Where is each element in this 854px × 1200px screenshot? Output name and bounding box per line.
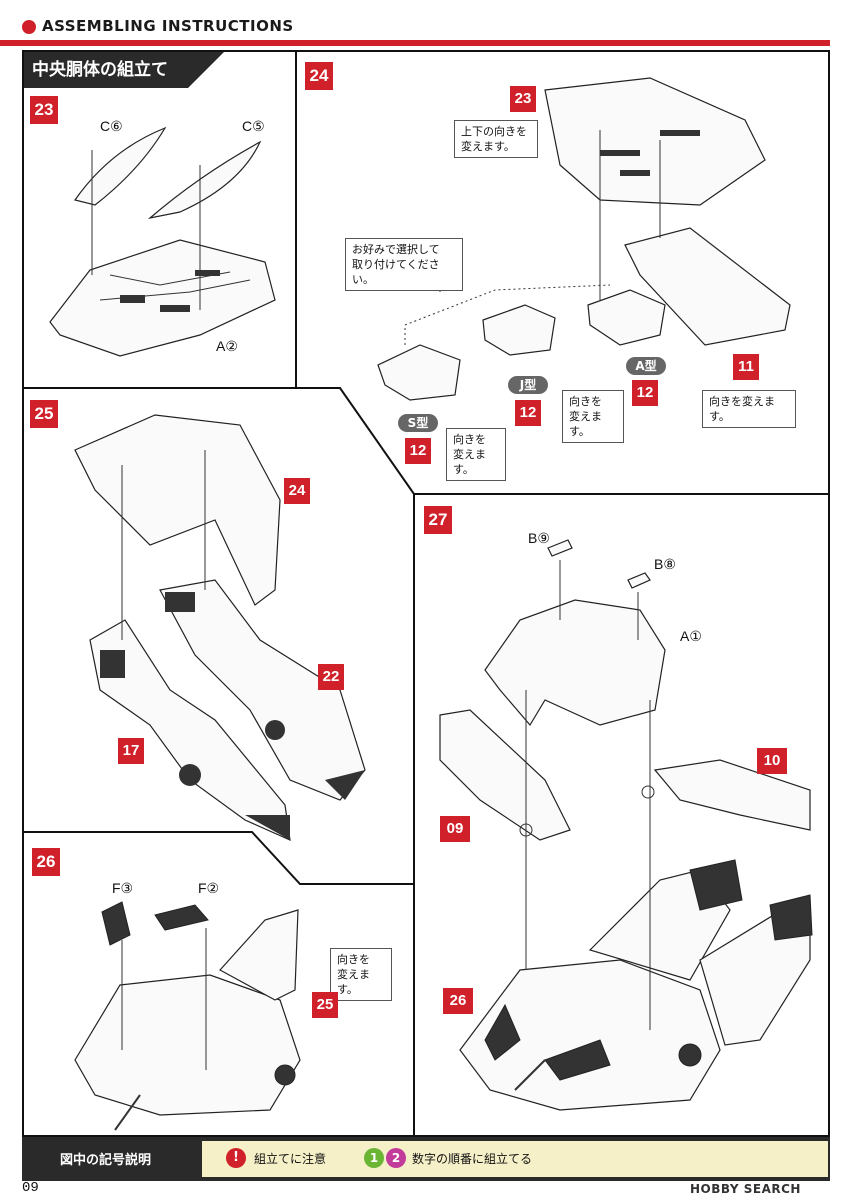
fuselage-26 — [459, 959, 721, 1111]
note-flip-j: 向きを 変えます。 — [562, 390, 624, 443]
legend-box — [202, 1141, 828, 1177]
step-number-25: 25 — [30, 400, 58, 428]
watermark: HOBBY SEARCH — [690, 1182, 801, 1196]
ref-tag-11: 11 — [733, 354, 759, 380]
part-label-a2: A② — [216, 338, 238, 354]
legend-title: 図中の記号説明 — [60, 1153, 152, 1168]
step-number-27: 27 — [424, 506, 452, 534]
part-f3-shape — [101, 901, 131, 946]
fuselage-upper-23 — [49, 239, 276, 357]
part-c5-shape — [147, 140, 262, 220]
type-badge-s: S型 — [398, 414, 438, 432]
note-flip-top: 上下の向きを 変えます。 — [454, 120, 538, 158]
part-j-type-shape — [482, 304, 556, 356]
page-number: 09 — [22, 1180, 39, 1196]
fuselage-24 — [74, 414, 281, 606]
ref-tag-22: 22 — [318, 664, 344, 690]
note-choose: お好みで選択して 取り付けてください。 — [345, 238, 463, 291]
part-10-shape — [653, 759, 811, 831]
header-accent-bar — [0, 40, 830, 46]
legend-order-text: 数字の順番に組立てる — [412, 1152, 533, 1166]
part-b9-shape — [547, 539, 573, 557]
ref-tag-12-a: 12 — [632, 380, 658, 406]
note-flip-s: 向きを 変えます。 — [446, 428, 506, 481]
part-label-f3: F③ — [112, 880, 134, 896]
part-a-type-shape — [587, 289, 666, 346]
part-s-type-shape — [377, 344, 461, 401]
ref-tag-26: 26 — [443, 988, 473, 1014]
step-number-26: 26 — [32, 848, 60, 876]
type-badge-a: A型 — [626, 357, 666, 375]
part-label-a1: A① — [680, 628, 702, 644]
step-number-24: 24 — [305, 62, 333, 90]
legend-caution-text: 組立てに注意 — [254, 1152, 327, 1166]
fuselage-25 — [74, 974, 301, 1116]
part-label-f2: F② — [198, 880, 220, 896]
fuselage-23-flipped — [544, 77, 766, 206]
step-number-23: 23 — [30, 96, 58, 124]
ref-tag-25: 25 — [312, 992, 338, 1018]
brand-mark-icon — [22, 20, 36, 34]
part-c6-shape — [74, 126, 167, 206]
type-badge-j: J型 — [508, 376, 548, 394]
order-1-icon: 1 — [364, 1148, 384, 1168]
fuselage-25-tail — [219, 909, 299, 1001]
note-flip-11: 向きを変えます。 — [702, 390, 796, 428]
ref-tag-12-j: 12 — [515, 400, 541, 426]
ref-tag-23: 23 — [510, 86, 536, 112]
ref-tag-12-s: 12 — [405, 438, 431, 464]
part-label-b8: B⑧ — [654, 556, 676, 572]
section-title: 中央胴体の組立て — [24, 52, 224, 88]
part-label-c6: C⑥ — [100, 118, 123, 134]
ref-tag-10: 10 — [757, 748, 787, 774]
ref-tag-09: 09 — [440, 816, 470, 842]
header-title: ASSEMBLING INSTRUCTIONS — [42, 17, 294, 35]
caution-icon: ! — [226, 1148, 246, 1168]
part-label-c5: C⑤ — [242, 118, 265, 134]
fuselage-upper-27 — [484, 599, 666, 727]
ref-tag-17: 17 — [118, 738, 144, 764]
part-b8-shape — [627, 572, 651, 589]
note-flip-26: 向きを 変えます。 — [330, 948, 392, 1001]
order-2-icon: 2 — [386, 1148, 406, 1168]
part-11-shape — [624, 227, 791, 346]
part-label-b9: B⑨ — [528, 530, 550, 546]
instruction-frame — [22, 50, 830, 1137]
ref-tag-24: 24 — [284, 478, 310, 504]
part-09-shape — [439, 709, 571, 841]
part-f2-shape — [154, 904, 209, 931]
